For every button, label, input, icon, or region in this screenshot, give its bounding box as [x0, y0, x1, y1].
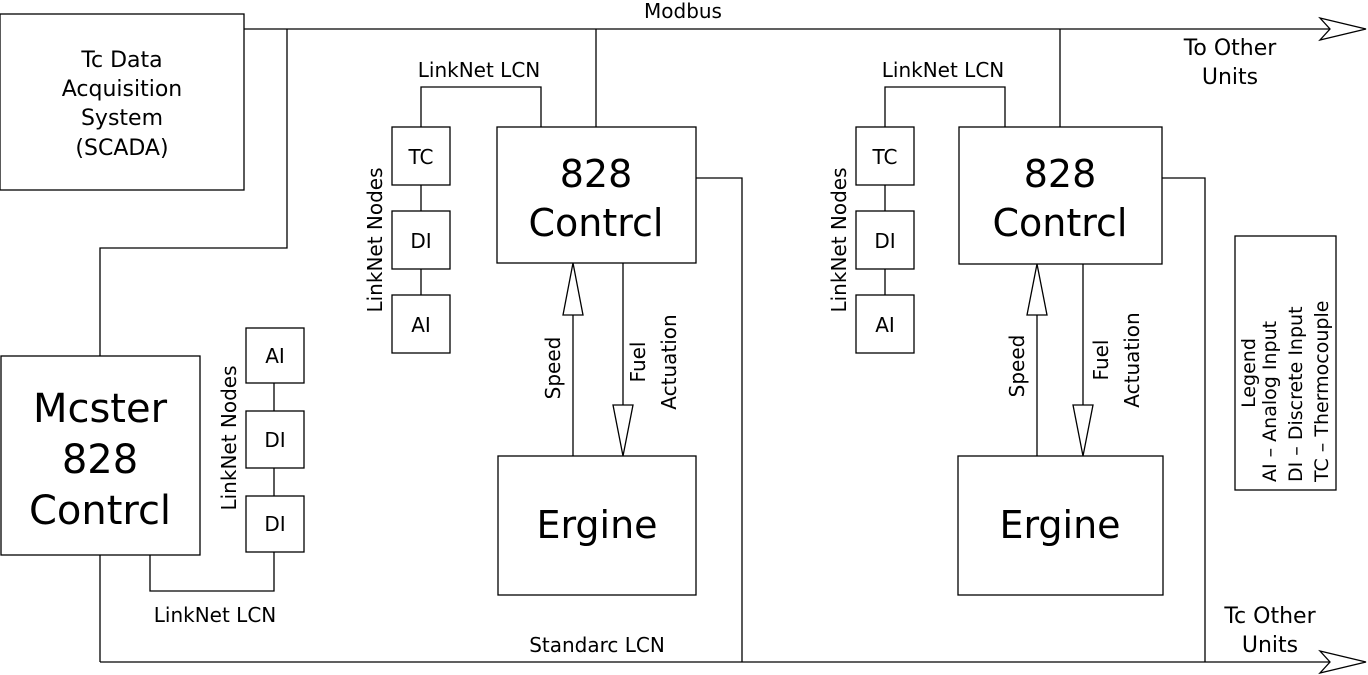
unit1-standard-lcn-link [696, 177, 743, 662]
unit1-speed-arrow [562, 262, 584, 316]
unit2-fuel-label-2: Actuation [1120, 312, 1144, 407]
scada-box [0, 13, 245, 191]
standard-lcn-arrow [1318, 649, 1367, 675]
unit2-fuel-arrow [1072, 404, 1094, 457]
master-line-2: 828 [62, 437, 138, 483]
unit1-engine-label: Ergine [536, 503, 657, 547]
unit2-engine-label: Ergine [999, 503, 1120, 547]
unit1-lcn-label: LinkNet LCN [418, 58, 541, 82]
legend-ai: AI – Analog Input [1259, 321, 1281, 482]
to-other-units-top-1: To Other [1183, 36, 1278, 61]
master-nodes-label: LinkNet Nodes [217, 365, 241, 510]
unit1-nodes-label: LinkNet Nodes [363, 167, 387, 312]
master-modbus-link [99, 29, 288, 356]
master-linknet-lcn-line [149, 552, 275, 592]
master-line-1: Mcster [33, 386, 168, 432]
unit1-fuel-arrow [612, 404, 634, 457]
scada-line-1: Tc Data [80, 48, 162, 73]
scada-line-3: System [81, 106, 163, 131]
unit2-linknet-lcn-line [884, 86, 1006, 127]
unit2-engine-box [957, 455, 1164, 596]
scada-line-2: Acquisition [62, 77, 183, 102]
unit2-speed-label: Speed [1005, 335, 1029, 398]
standard-lcn-label: Standarc LCN [529, 633, 665, 657]
master-line-3: Contrcl [29, 488, 171, 534]
master-node-box-1 [245, 327, 305, 384]
master-node-box-3 [245, 495, 305, 553]
unit1-control-line-1: 828 [560, 152, 633, 196]
master-node-box-2 [245, 410, 305, 469]
unit1-control-line-2: Contrcl [528, 201, 663, 245]
master-node-2: DI [264, 428, 285, 452]
unit1-engine-box [497, 455, 697, 596]
legend-box [1234, 235, 1337, 491]
modbus-label: Modbus [644, 0, 722, 23]
unit2-node-3: AI [875, 313, 895, 337]
legend-di: DI – Discrete Input [1285, 306, 1307, 482]
unit1-node-1: TC [407, 145, 433, 169]
unit2-control-line-2: Contrcl [992, 201, 1127, 245]
legend-title: Legend [1238, 338, 1260, 408]
to-other-units-bottom-2: Units [1242, 633, 1298, 658]
unit1-fuel-label-1: Fuel [626, 342, 650, 383]
unit2-lcn-label: LinkNet LCN [882, 58, 1005, 82]
to-other-units-top-2: Units [1202, 65, 1258, 90]
unit1-speed-label: Speed [541, 337, 565, 400]
unit1-linknet-lcn-line [420, 86, 542, 127]
to-other-units-bottom-1: Tc Other [1223, 604, 1316, 629]
unit1-node-3: AI [411, 313, 431, 337]
unit1-fuel-label-2: Actuation [657, 314, 681, 409]
unit2-standard-lcn-link [1162, 177, 1206, 662]
legend-tc: TC – Thermocouple [1311, 301, 1333, 483]
scada-line-4: (SCADA) [75, 136, 168, 161]
unit2-speed-arrow [1026, 263, 1048, 316]
unit1-node-2: DI [410, 229, 431, 253]
master-node-3: DI [264, 512, 285, 536]
modbus-arrow [1318, 16, 1367, 42]
unit2-fuel-label-1: Fuel [1089, 340, 1113, 381]
unit2-node-1: TC [871, 145, 897, 169]
unit2-control-line-1: 828 [1024, 152, 1097, 196]
master-node-1: AI [265, 344, 285, 368]
unit2-node-2: DI [874, 229, 895, 253]
master-linknet-lcn-label: LinkNet LCN [154, 603, 277, 627]
unit2-nodes-label: LinkNet Nodes [827, 167, 851, 312]
